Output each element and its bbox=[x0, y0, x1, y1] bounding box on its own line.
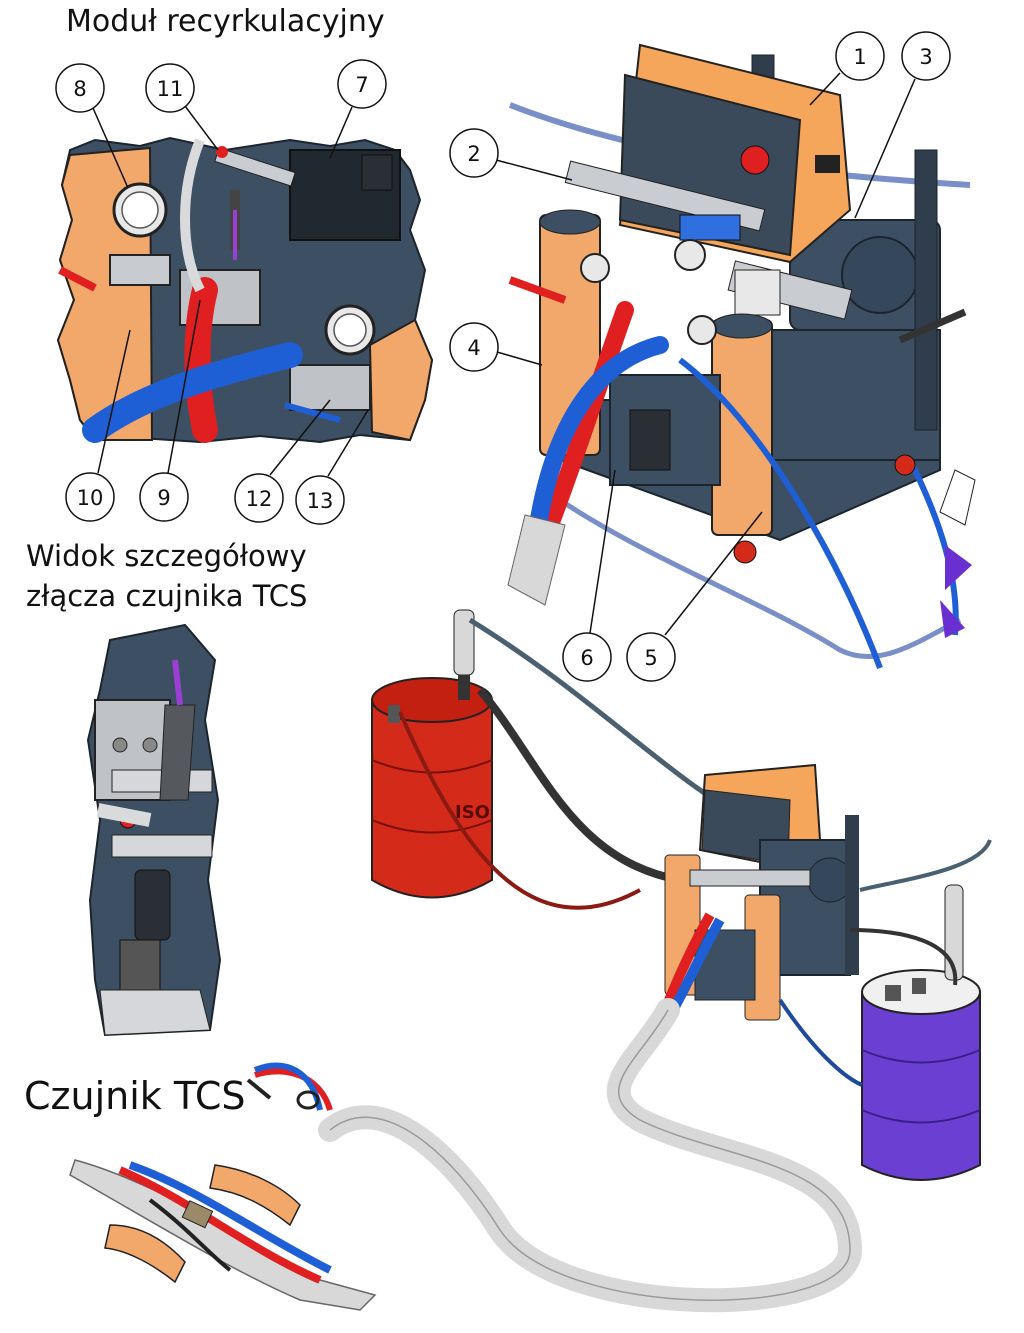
svg-text:3: 3 bbox=[919, 45, 932, 69]
svg-text:5: 5 bbox=[644, 646, 657, 670]
detail-caption-line-1: Widok szczegółowy bbox=[26, 539, 307, 573]
full-system-view: ISO bbox=[318, 609, 992, 1313]
tcs-sensor-view bbox=[69, 1062, 377, 1311]
svg-text:11: 11 bbox=[157, 77, 184, 101]
svg-text:9: 9 bbox=[157, 486, 170, 510]
svg-text:6: 6 bbox=[580, 646, 593, 670]
callout-3: 3 bbox=[854, 31, 951, 219]
callout-12: 12 bbox=[234, 399, 331, 523]
callout-7: 7 bbox=[329, 59, 387, 159]
svg-text:13: 13 bbox=[307, 489, 334, 513]
callout-4: 4 bbox=[449, 322, 543, 372]
tcs-connector-detail-view bbox=[86, 623, 222, 1037]
callout-11: 11 bbox=[145, 63, 219, 151]
svg-text:7: 7 bbox=[355, 73, 368, 97]
callout-8: 8 bbox=[55, 63, 129, 189]
svg-text:1: 1 bbox=[853, 45, 866, 69]
callout-6: 6 bbox=[562, 469, 616, 682]
svg-text:4: 4 bbox=[467, 336, 480, 360]
svg-text:10: 10 bbox=[77, 486, 104, 510]
recirculation-module-view bbox=[56, 136, 434, 444]
callout-5: 5 bbox=[626, 511, 763, 682]
iso-drum-label: ISO bbox=[455, 802, 490, 823]
detail-caption: Widok szczegółowy złącza czujnika TCS bbox=[26, 536, 307, 616]
purple-drum bbox=[861, 884, 981, 1181]
callout-13: 13 bbox=[295, 409, 369, 525]
callout-2: 2 bbox=[449, 128, 573, 181]
main-unit-view bbox=[507, 43, 976, 670]
callout-9: 9 bbox=[139, 299, 201, 522]
svg-text:2: 2 bbox=[467, 142, 480, 166]
module-title: Moduł recyrkulacyjny bbox=[66, 4, 385, 39]
svg-text:12: 12 bbox=[246, 487, 273, 511]
callout-10: 10 bbox=[65, 329, 131, 522]
callout-1: 1 bbox=[809, 31, 885, 106]
detail-caption-line-2: złącza czujnika TCS bbox=[26, 579, 308, 613]
sensor-title: Czujnik TCS bbox=[24, 1074, 246, 1118]
svg-text:8: 8 bbox=[73, 77, 86, 101]
